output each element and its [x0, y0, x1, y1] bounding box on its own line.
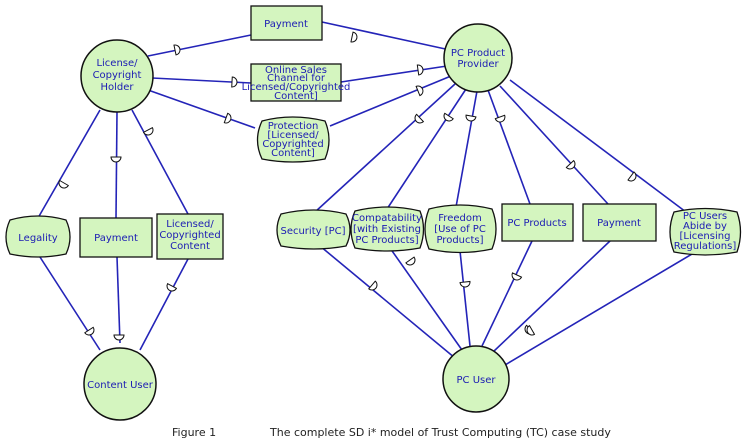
figure-caption: Figure 1 The complete SD i* model of Tru…: [172, 426, 611, 439]
dep-marker: [231, 76, 238, 88]
dep-marker: [58, 179, 70, 189]
dep-marker: [465, 114, 477, 122]
dep-marker: [142, 126, 154, 136]
svg-text:Security [PC]: Security [PC]: [280, 226, 345, 237]
dep-marker: [223, 112, 232, 124]
svg-text:Payment: Payment: [264, 19, 308, 30]
svg-text:Payment: Payment: [94, 233, 138, 244]
link-provider-abide: [509, 79, 687, 213]
dep-marker: [405, 256, 416, 266]
dep-marker: [494, 114, 506, 123]
link-abide-pc-user: [504, 253, 693, 366]
caption-text: The complete SD i* model of Trust Comput…: [269, 426, 611, 439]
link-payment-content-user: [116, 256, 121, 344]
link-security-pc-user: [319, 245, 456, 359]
link-pc-products-pc-user: [481, 240, 533, 347]
link-holder-payment: [147, 34, 252, 57]
svg-text:Payment: Payment: [597, 218, 641, 229]
dep-marker: [627, 171, 637, 182]
link-payment-provider: [321, 21, 451, 51]
dep-marker: [565, 159, 576, 170]
dep-marker: [511, 272, 523, 281]
dep-marker: [415, 85, 424, 97]
actor-label: PC User: [457, 375, 497, 386]
resource-pc-products: PC Products: [501, 203, 574, 242]
softgoal-security: Security [PC]: [276, 209, 351, 250]
link-online-sales-provider: [340, 65, 448, 83]
dep-marker: [350, 31, 358, 43]
link-provider-security: [314, 83, 456, 213]
svg-text:PC Products: PC Products: [507, 218, 566, 229]
svg-text:Legality: Legality: [18, 233, 58, 244]
actor-content-user: Content User: [83, 347, 157, 421]
dependency-markers: [58, 31, 637, 341]
actor-label: Content User: [87, 380, 154, 391]
link-holder-protection: [147, 89, 256, 129]
link-holder-licensed-content: [131, 109, 189, 215]
dep-marker: [459, 280, 471, 288]
dependency-links: [37, 21, 693, 366]
dep-marker: [166, 282, 178, 292]
caption-figure-number: Figure 1: [172, 426, 216, 439]
link-legality-content-user: [37, 253, 101, 351]
link-protection-provider: [329, 75, 452, 127]
dep-marker: [526, 324, 536, 336]
actor-pc-user: PC User: [442, 345, 510, 413]
dep-marker: [110, 156, 122, 163]
link-provider-freedom: [455, 90, 478, 208]
dep-marker: [113, 334, 125, 341]
link-freedom-pc-user: [459, 250, 471, 347]
link-compatability-pc-user: [389, 247, 463, 351]
link-payment-right-pc-user: [492, 240, 611, 353]
link-licensed-content-user: [139, 258, 189, 351]
dep-marker: [414, 113, 425, 124]
link-provider-payment-right: [499, 85, 609, 205]
softgoal-legality: Legality: [5, 215, 71, 258]
dep-marker: [416, 64, 424, 76]
resource-payment-top: Payment: [250, 5, 323, 41]
resource-payment-right: Payment: [582, 203, 657, 242]
link-provider-compatability: [386, 88, 467, 210]
link-provider-pc-products: [487, 89, 531, 205]
dep-marker: [173, 44, 181, 56]
link-holder-payment-left: [115, 111, 118, 219]
link-holder-legality: [37, 109, 101, 219]
dep-marker: [443, 112, 454, 122]
resource-payment-left: Payment: [79, 217, 153, 258]
dep-marker: [368, 280, 378, 291]
dep-marker: [84, 326, 95, 336]
